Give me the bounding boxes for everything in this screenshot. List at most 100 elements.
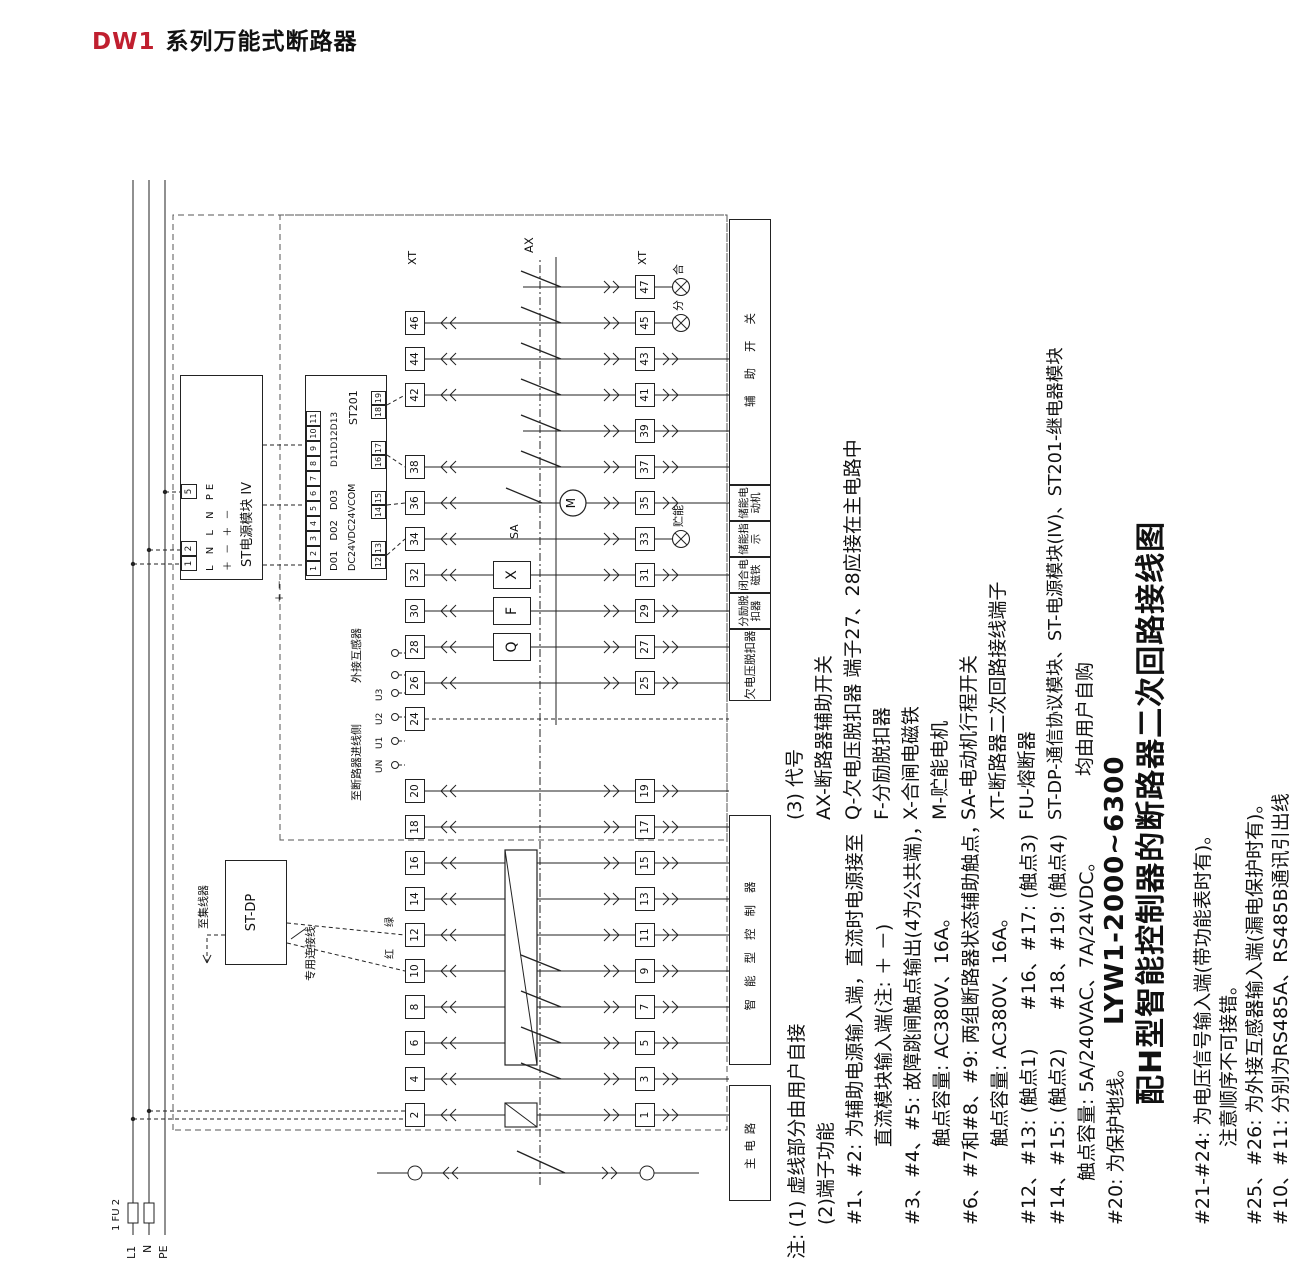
power-module-title: ST电源模块 IV (240, 481, 255, 567)
terminal-43: 43 (635, 347, 655, 371)
boundary-outline (172, 214, 728, 1131)
st201-outputs-label: D01 D02 D03 (329, 489, 340, 571)
cable-label: 专用连接线 (304, 926, 317, 981)
device-symbols (407, 277, 691, 1181)
compartment-5: 储能指示 (729, 521, 771, 557)
st201-terminal-13: 13 (371, 541, 386, 555)
note-line-1: (2)端子功能 (815, 1122, 837, 1225)
legend-heading: (3) 代号 (784, 749, 806, 820)
legend-item-0: AX-断路器辅助开关 (813, 655, 835, 820)
note-line-3: 直流模块输入端(注: ＋ －) (873, 923, 895, 1147)
wire-green-label: 绿 (385, 917, 396, 927)
terminal-6: 6 (405, 1031, 425, 1055)
compartment-1: 智能型控制器 (729, 815, 771, 1065)
note-line-10: 触点容量: 5A/240VAC、7A/24VDC。 (1076, 852, 1098, 1181)
terminal-10: 10 (405, 959, 425, 983)
note-line-4: #3、#4、#5: 故障跳闸触点输出(4为公共端)， (902, 816, 924, 1225)
series-title: 系列万能式断路器 (165, 29, 358, 55)
terminal-36: 36 (405, 491, 425, 515)
model-number: LYW1-2000~6300 (1100, 755, 1130, 1025)
st201-terminal-2: 2 (306, 546, 321, 561)
st201-terminal-11: 11 (306, 411, 321, 426)
power-module-polarity: ＋ － ＋ － (223, 507, 234, 571)
compartment-6: 储能电动机 (729, 485, 771, 521)
terminal-14: 14 (405, 887, 425, 911)
legend-item-6: XT-断路器二次回路接线端子 (987, 581, 1009, 820)
charge-lamp-label: 贮能 (672, 505, 685, 527)
st201-terminal-15: 15 (371, 491, 386, 505)
terminal-39: 39 (635, 419, 655, 443)
terminal-24: 24 (405, 707, 425, 731)
note-line-0: 注: (1) 虚线部分由用户自接 (786, 1023, 808, 1259)
terminal-35: 35 (635, 491, 655, 515)
terminal-34: 34 (405, 527, 425, 551)
closed-lamp-label: 合 (672, 264, 685, 275)
shunt-release-coil: F (493, 597, 531, 625)
power-module-terminal-5: 5 (181, 484, 197, 499)
terminal-38: 38 (405, 455, 425, 479)
bus-label-n: N (141, 1244, 154, 1253)
note-line-12: #21-#24: 为电压信号输入端(带功能表时有)。 (1192, 825, 1214, 1225)
fuse-label: 1 FU 2 (111, 1198, 122, 1231)
st201-terminal-17: 17 (371, 441, 386, 455)
compartment-2: 欠电压脱扣器 (729, 629, 771, 701)
st201-terminal-8: 8 (306, 456, 321, 471)
terminal-41: 41 (635, 383, 655, 407)
bus-label-l1: L1 (125, 1245, 138, 1259)
terminal-25: 25 (635, 671, 655, 695)
compartment-7: 辅助开关 (729, 219, 771, 485)
voltage-terminal-label-UN: UN (375, 759, 385, 773)
terminal-31: 31 (635, 563, 655, 587)
undervoltage-release-coil: Q (493, 633, 531, 661)
terminal-12: 12 (405, 923, 425, 947)
bus-label-pe: PE (157, 1245, 170, 1259)
st201-terminal-12: 12 (371, 555, 386, 569)
note-line-7: 触点容量: AC380V、16A。 (989, 908, 1011, 1147)
st201-terminal-1: 1 (306, 561, 321, 576)
legend-item-3: X-合闸电磁铁 (900, 706, 922, 820)
terminal-9: 9 (635, 959, 655, 983)
st201-terminal-18: 18 (371, 405, 386, 419)
terminal-wires (377, 280, 729, 1180)
terminal-19: 19 (635, 779, 655, 803)
terminal-2: 2 (405, 1103, 425, 1127)
st201-terminal-10: 10 (306, 426, 321, 441)
note-line-2: #1、#2: 为辅助电源输入端，直流时电源接至 (844, 833, 866, 1225)
xt-label-top: XT (406, 250, 419, 265)
travel-switch-label: SA (508, 524, 521, 539)
terminal-26: 26 (405, 671, 425, 695)
voltage-terminal-label-U3: U3 (375, 688, 385, 701)
st201-terminal-4: 4 (306, 516, 321, 531)
terminal-8: 8 (405, 995, 425, 1019)
st201-terminal-14: 14 (371, 505, 386, 519)
open-lamp-label: 分 (672, 300, 685, 311)
st201-terminal-7: 7 (306, 471, 321, 486)
terminal-27: 27 (635, 635, 655, 659)
dc-link-polarity: ＋ － (275, 579, 286, 603)
terminal-37: 37 (635, 455, 655, 479)
note-line-6: #6、#7和#8、#9: 两组断路器状态辅助触点， (960, 815, 982, 1225)
terminal-3: 3 (635, 1067, 655, 1091)
terminal-7: 7 (635, 995, 655, 1019)
terminal-47: 47 (635, 275, 655, 299)
terminal-44: 44 (405, 347, 425, 371)
st201-inputs-label: D11D12D13 (330, 411, 340, 467)
terminal-45: 45 (635, 311, 655, 335)
legend-item-2: F-分励脱扣器 (871, 707, 893, 820)
compartment-4: 闭合电磁铁 (729, 557, 771, 593)
power-module-terminal-1: 1 (181, 556, 197, 571)
legend-item-8: ST-DP-通信协议模块、ST-电源模块(IV)、ST201-继电器模块 (1046, 347, 1066, 820)
terminal-4: 4 (405, 1067, 425, 1091)
note-line-11: #20: 为保护地线。 (1105, 1058, 1127, 1225)
st201-terminal-19: 19 (371, 391, 386, 405)
terminal-17: 17 (635, 815, 655, 839)
legend-item-7: FU-熔断器 (1016, 731, 1038, 820)
terminal-11: 11 (635, 923, 655, 947)
to-hub-label: 至集线器 (197, 885, 210, 929)
st201-terminal-16: 16 (371, 455, 386, 469)
compartment-0: 主电路 (729, 1085, 771, 1201)
terminal-13: 13 (635, 887, 655, 911)
xt-label-bottom: XT (636, 250, 649, 265)
power-bus (127, 180, 168, 1235)
